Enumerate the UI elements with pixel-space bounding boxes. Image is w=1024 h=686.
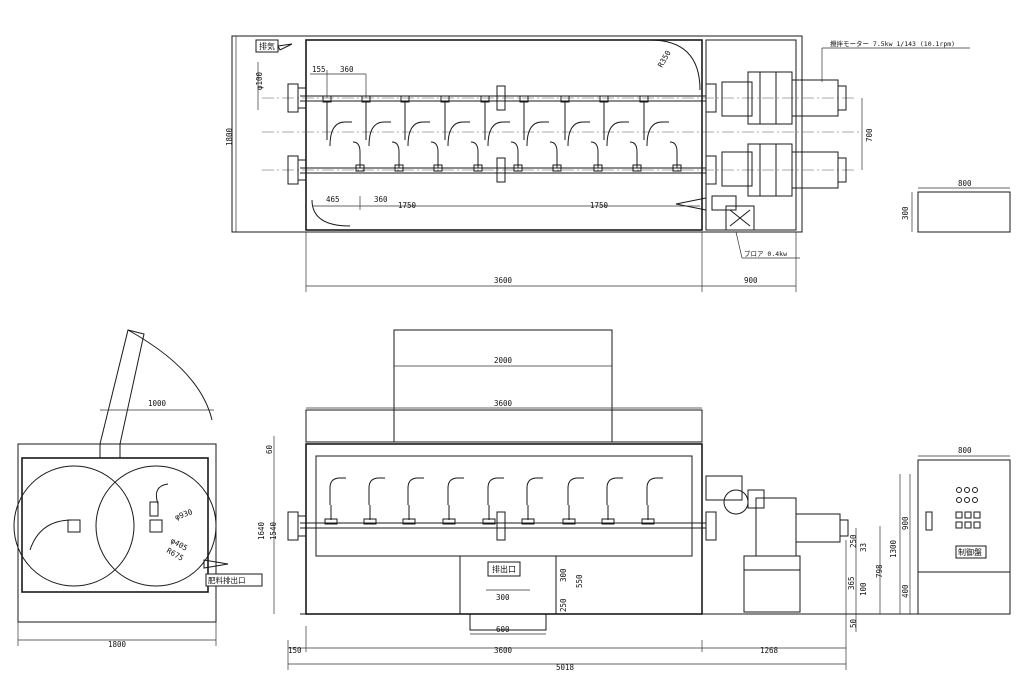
fert-outlet-label: 肥料排出口 bbox=[208, 575, 246, 585]
dim-150: 150 bbox=[288, 646, 302, 655]
top-outer-frame bbox=[231, 35, 803, 233]
dim-1000: 1000 bbox=[148, 399, 167, 408]
paddles-upper bbox=[322, 95, 649, 140]
control-panel-dim-400: 400 bbox=[901, 584, 910, 598]
dim-700: 700 bbox=[865, 128, 874, 142]
dim-250-b: 250 bbox=[849, 534, 858, 548]
dim-300-a: 300 bbox=[496, 593, 510, 602]
drive-unit-front bbox=[705, 475, 849, 613]
control-panel-label: 制御盤 bbox=[958, 547, 982, 557]
tank-body-top bbox=[305, 39, 703, 231]
trough-left bbox=[13, 465, 135, 587]
dim-1640: 1640 bbox=[257, 521, 266, 540]
lid-arc bbox=[649, 39, 701, 91]
dim-465: 465 bbox=[326, 195, 340, 204]
top-view: 排気 φ100 155 360 R350 攪拌モーター 7.5kw 1/143 … bbox=[225, 35, 970, 292]
dim-550: 550 bbox=[575, 574, 584, 588]
panel-top-view: 800 300 bbox=[901, 179, 1011, 233]
side-dim-1800: 1800 bbox=[108, 640, 127, 649]
side-outer-frame bbox=[17, 443, 217, 623]
front-view: 2000 3600 bbox=[257, 329, 1000, 672]
panel-top-dim-800: 800 bbox=[958, 179, 972, 188]
drive-housing-top bbox=[705, 39, 797, 231]
dim-phi930: φ930 bbox=[174, 507, 195, 522]
dim-1750-right: 1750 bbox=[590, 201, 609, 210]
dim-1268: 1268 bbox=[760, 646, 779, 655]
dim-3600-front-bottom: 3600 bbox=[494, 646, 513, 655]
blower-top bbox=[675, 195, 755, 231]
lid-open-outline bbox=[393, 329, 613, 443]
side-view: 1000 φ930 φ405 R675 肥料排出口 1800 bbox=[13, 329, 263, 649]
drive-unit-upper bbox=[705, 71, 847, 125]
dim-360-bottom: 360 bbox=[374, 195, 388, 204]
dim-2000: 2000 bbox=[494, 356, 513, 365]
exhaust-label: 排気 bbox=[259, 41, 275, 51]
dim-360-top: 360 bbox=[340, 65, 354, 74]
dim-1300: 1300 bbox=[889, 539, 898, 558]
dim-50: 50 bbox=[849, 618, 858, 628]
fert-outlet-label-box bbox=[205, 573, 263, 587]
dim-365: 365 bbox=[847, 576, 856, 590]
dim-100: 100 bbox=[859, 582, 868, 596]
dim-1540: 1540 bbox=[269, 521, 278, 540]
dim-798: 798 bbox=[875, 564, 884, 578]
open-lid bbox=[99, 329, 145, 445]
dim-1750-left: 1750 bbox=[398, 201, 417, 210]
tank-body-front bbox=[305, 443, 703, 615]
dim-33: 33 bbox=[859, 543, 868, 552]
trough-right bbox=[95, 465, 217, 587]
dim-60: 60 bbox=[265, 444, 274, 454]
dim-250-a: 250 bbox=[559, 598, 568, 612]
discharge-label-box bbox=[487, 561, 521, 577]
dim-3600-top-view: 3600 bbox=[494, 276, 513, 285]
paddles-front bbox=[324, 477, 663, 525]
paddles-hooks bbox=[329, 121, 678, 168]
dim-155: 155 bbox=[312, 65, 326, 74]
control-panel-dim-900: 900 bbox=[901, 516, 910, 530]
control-panel: 制御盤 800 900 400 bbox=[901, 446, 1011, 615]
control-panel-label-box bbox=[955, 545, 987, 559]
dim-1800-top: 1800 bbox=[225, 127, 234, 146]
discharge-label: 排出口 bbox=[492, 564, 516, 574]
dim-600: 600 bbox=[496, 625, 510, 634]
lid-closed bbox=[305, 409, 703, 443]
dim-300-b: 300 bbox=[559, 568, 568, 582]
paddles-lower bbox=[355, 164, 682, 172]
blower-spec: ブロア 0.4kw bbox=[744, 249, 787, 258]
dim-3600-front-top: 3600 bbox=[494, 399, 513, 408]
panel-outline-top bbox=[917, 191, 1011, 233]
panel-top-dim-300: 300 bbox=[901, 206, 910, 220]
motor-spec: 攪拌モーター 7.5kw 1/143 (10.1rpm) bbox=[830, 39, 955, 48]
control-panel-dim-800: 800 bbox=[958, 446, 972, 455]
dim-900: 900 bbox=[744, 276, 758, 285]
control-panel-body bbox=[917, 459, 1011, 615]
drive-unit-lower bbox=[705, 143, 847, 197]
dim-5018: 5018 bbox=[556, 663, 575, 672]
dim-phi100: φ100 bbox=[255, 71, 264, 90]
dim-r350: R350 bbox=[656, 48, 673, 69]
